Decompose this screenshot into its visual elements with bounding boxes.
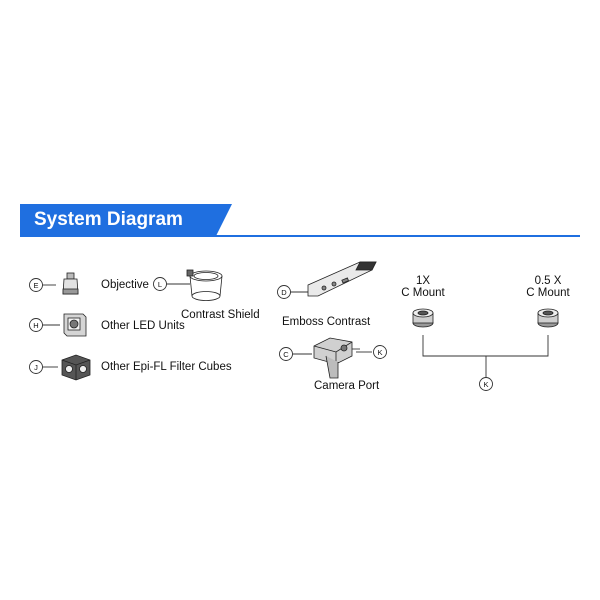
label-c-mount-1x-line2: C Mount: [401, 287, 445, 299]
label-c-mount-05x-line1: 0.5 X: [534, 275, 562, 287]
callout-c: C: [283, 350, 289, 359]
mount-bracket: [422, 335, 549, 357]
callout-e: E: [33, 281, 38, 290]
label-filter-cubes: Other Epi-FL Filter Cubes: [101, 361, 232, 373]
callout-l: L: [158, 280, 162, 289]
label-objective: Objective: [101, 279, 149, 291]
label-emboss-contrast: Emboss Contrast: [282, 316, 371, 328]
c-mount-05x-illustration: [537, 308, 559, 328]
label-led-units: Other LED Units: [101, 320, 185, 332]
label-camera-port: Camera Port: [314, 380, 380, 392]
objective-illustration: [62, 272, 79, 295]
callout-k2: K: [483, 380, 488, 389]
label-c-mount-05x-line2: C Mount: [526, 287, 570, 299]
label-c-mount-1x: 1X C Mount: [393, 275, 453, 299]
label-c-mount-1x-line1: 1X: [415, 275, 431, 287]
label-contrast-shield: Contrast Shield: [181, 309, 260, 321]
c-mount-1x-illustration: [412, 308, 434, 328]
section-divider: [20, 235, 580, 237]
camera-port-illustration: [313, 337, 360, 379]
callout-j: J: [34, 363, 38, 372]
callout-h: H: [33, 321, 38, 330]
label-c-mount-05x: 0.5 X C Mount: [513, 275, 583, 299]
emboss-contrast-illustration: [307, 261, 377, 297]
filter-cube-illustration: [61, 354, 91, 381]
callout-d: D: [281, 288, 287, 297]
callout-k1: K: [377, 348, 382, 357]
led-unit-illustration: [63, 313, 87, 337]
section-header-tab: System Diagram: [20, 204, 232, 236]
section-title: System Diagram: [34, 209, 183, 230]
contrast-shield-illustration: [186, 269, 223, 301]
